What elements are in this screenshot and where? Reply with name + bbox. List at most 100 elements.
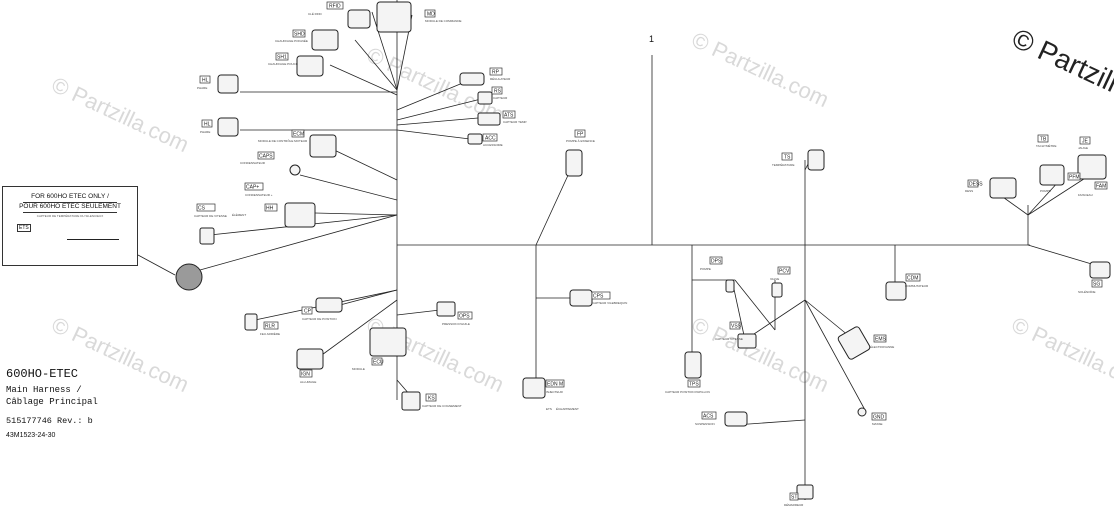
svg-text:CAPTEUR TEMP.: CAPTEUR TEMP. (503, 120, 527, 124)
svg-text:MODULE: MODULE (352, 367, 365, 371)
svg-text:ÉLÉMENT: ÉLÉMENT (232, 212, 246, 217)
connector-sh1 (296, 55, 324, 77)
connector-dess (989, 177, 1017, 199)
svg-text:COMMUTATEUR: COMMUTATEUR (905, 284, 929, 288)
svg-text:PCV: PCV (779, 269, 790, 275)
svg-text:POMPE: POMPE (1040, 189, 1051, 193)
svg-text:CONDENSATEUR: CONDENSATEUR (240, 161, 266, 165)
connector-ems (837, 326, 871, 360)
svg-text:VSS: VSS (731, 324, 742, 330)
connector-acs (724, 411, 748, 427)
tag-vss: VSS CAPTEUR VITESSE (715, 321, 743, 341)
harness-title-line1: Main Harness / (6, 385, 82, 395)
connector-md (376, 1, 412, 33)
svg-text:MD: MD (427, 12, 435, 18)
note-line1: FOR 600HO ETEC ONLY / (31, 193, 109, 200)
svg-text:ETS: ETS (546, 407, 552, 411)
svg-text:CHAUFFAGE POIGNÉE: CHAUFFAGE POIGNÉE (275, 38, 308, 43)
svg-text:ECM: ECM (293, 132, 304, 138)
svg-text:MASSE: MASSE (872, 422, 883, 426)
note-line2: POUR 600HO ETEC SEULEMENT (19, 203, 121, 210)
watermark-text: © Partzilla.com (688, 312, 833, 397)
svg-text:CPS: CPS (593, 294, 604, 300)
svg-text:VALVE: VALVE (770, 277, 779, 281)
svg-text:MODULE DE CONTRÔLE MOTEUR: MODULE DE CONTRÔLE MOTEUR (258, 138, 308, 143)
part-number: 515177746 Rev.: b (6, 416, 93, 426)
svg-text:RÉGULATEUR: RÉGULATEUR (490, 76, 511, 81)
svg-text:HL: HL (204, 122, 211, 128)
svg-text:CAPTEUR DE VITESSE: CAPTEUR DE VITESSE (194, 214, 227, 218)
svg-text:PHARE: PHARE (197, 86, 207, 90)
svg-text:OPS: OPS (459, 314, 470, 320)
connector-hh (284, 202, 316, 228)
connector-st (796, 484, 814, 500)
svg-text:CP: CP (304, 309, 312, 315)
svg-text:ACC: ACC (485, 136, 496, 142)
connector-dps (725, 279, 735, 293)
note-box: FOR 600HO ETEC ONLY / POUR 600HO ETEC SE… (2, 186, 138, 266)
svg-text:FAISCEAU: FAISCEAU (1078, 193, 1093, 197)
connector-ign (296, 348, 324, 370)
connector-hl-right (217, 117, 239, 137)
connector-ops (436, 301, 456, 317)
svg-text:FP: FP (577, 132, 584, 138)
connector-rs (477, 91, 493, 105)
svg-text:JAUGE: JAUGE (1078, 146, 1088, 150)
svg-text:ACCESSOIRE: ACCESSOIRE (483, 143, 503, 147)
svg-text:CAPTEUR POSITION PAPILLON: CAPTEUR POSITION PAPILLON (665, 390, 710, 394)
watermark-text: © Partzilla.com (48, 72, 193, 157)
svg-text:TEMPÉRATURE: TEMPÉRATURE (772, 162, 794, 167)
svg-text:CAPTEUR: CAPTEUR (493, 96, 508, 100)
reference-code: 43M1523-24-30 (6, 432, 56, 439)
svg-text:ÉCHAPPEMENT: ÉCHAPPEMENT (556, 406, 579, 411)
svg-text:KS: KS (428, 396, 435, 402)
svg-text:DÉMARREUR: DÉMARREUR (784, 502, 804, 507)
watermark-text: © Partzilla.com (688, 27, 833, 112)
svg-text:CONDENSATEUR +: CONDENSATEUR + (245, 193, 273, 197)
connector-hl-left (217, 74, 239, 94)
svg-text:POMPE À ESSENCE: POMPE À ESSENCE (566, 139, 595, 143)
svg-text:CAPS: CAPS (259, 154, 273, 160)
svg-text:SUSPENSION: SUSPENSION (695, 422, 715, 426)
svg-text:CAPTEUR VILEBREQUIN: CAPTEUR VILEBREQUIN (592, 301, 627, 305)
svg-text:GND: GND (873, 415, 885, 421)
note-divider (23, 202, 117, 203)
svg-text:CAPTEUR VITESSE: CAPTEUR VITESSE (715, 337, 743, 341)
svg-text:DESS: DESS (965, 189, 973, 193)
svg-text:POMPE: POMPE (700, 267, 711, 271)
connector-ks (401, 391, 421, 411)
svg-text:EDN M: EDN M (547, 382, 563, 388)
connector-rlr (244, 313, 258, 331)
svg-text:ÉLECTROVANNE: ÉLECTROVANNE (870, 344, 894, 349)
svg-text:FAM: FAM (1096, 184, 1106, 190)
watermark-corner: © Partzilla (1007, 22, 1114, 104)
harness-grommet (175, 263, 203, 291)
note-divider (23, 212, 117, 213)
connector-cp (315, 297, 343, 313)
connectors (37, 1, 1111, 500)
tag-ets-main: ETS ÉCHAPPEMENT (546, 406, 579, 411)
svg-text:ACS: ACS (703, 414, 714, 420)
tag-cap-plus: CAP+CONDENSATEUR + (244, 182, 273, 197)
svg-text:PRESSION D'HUILE: PRESSION D'HUILE (442, 322, 470, 326)
